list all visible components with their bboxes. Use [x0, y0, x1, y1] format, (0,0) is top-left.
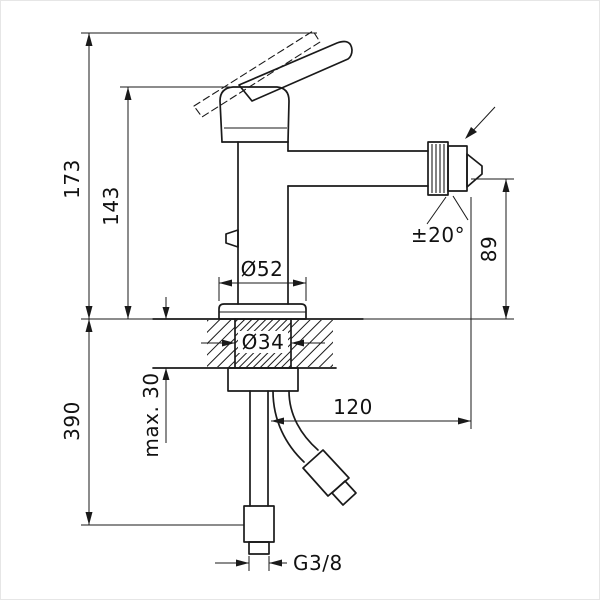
dim-arrowhead: [162, 307, 170, 319]
flange-outline: [218, 303, 307, 320]
dim-arrowhead: [85, 306, 93, 319]
dim-spout-reach-label: 120: [333, 395, 373, 419]
hose-right-contour: [288, 390, 319, 451]
dim-arrowhead: [458, 417, 471, 425]
dim-max-deck-thickness-label: max. 30: [139, 372, 163, 457]
swivel-line-left: [426, 196, 447, 225]
dim-body-height: 143: [99, 86, 241, 319]
dim-max-deck-thickness: max. 30: [139, 297, 170, 458]
dim-arrowhead: [502, 306, 510, 319]
spray-head: [427, 141, 483, 196]
dim-connection-thread: G3/8: [215, 551, 343, 575]
dim-connection-thread-label: G3/8: [293, 551, 343, 575]
dim-arrowhead: [269, 559, 282, 567]
fixture: [152, 30, 496, 555]
dim-arrowhead: [85, 33, 93, 46]
dim-overall-height: 173: [60, 32, 317, 320]
dim-base-diameter: Ø52: [218, 257, 307, 301]
dim-shank-diameter-label: Ø34: [242, 330, 285, 354]
dim-arrowhead: [85, 512, 93, 525]
dim-body-height-label: 143: [99, 186, 123, 226]
dim-overall-height-label: 173: [60, 159, 84, 199]
dim-arrowhead: [222, 339, 235, 347]
spray-head-knurled-band: [427, 141, 449, 196]
dim-arrowhead: [291, 339, 304, 347]
supply-pipe-straight: [243, 390, 275, 555]
dim-below-deck-length-label: 390: [60, 401, 84, 441]
drain-pull-knob: [225, 229, 239, 248]
pipe-connector-tip: [248, 541, 270, 555]
spray-head-tip: [466, 153, 483, 188]
dim-arrowhead: [85, 319, 93, 332]
label-mask: [238, 331, 288, 353]
mounting-nut: [227, 367, 299, 392]
dim-swivel-angle: ±20°: [411, 223, 465, 247]
lever-raised-dashed-outline: [193, 30, 321, 118]
dim-arrowhead: [271, 417, 284, 425]
dim-arrowhead: [236, 559, 249, 567]
dim-arrowhead: [219, 279, 232, 287]
pointer-arrowhead: [465, 127, 477, 139]
lever-alternate-position: [193, 30, 321, 118]
cartridge-housing: [219, 86, 290, 143]
dim-arrowhead: [162, 368, 170, 380]
spray-head-pointer-arrow: [465, 106, 496, 139]
spray-head-hatched-band: [447, 145, 468, 192]
hose-left-contour: [272, 390, 305, 463]
pipe-connector-nut: [243, 505, 275, 543]
mixer-body: [219, 86, 290, 305]
lever-blade: [238, 40, 353, 102]
hose-connector-tip: [331, 480, 357, 506]
dim-arrowhead: [293, 279, 306, 287]
dimensions: 173 143 390 max. 30: [60, 32, 514, 575]
dim-arrowhead: [502, 179, 510, 192]
spout: [287, 150, 429, 187]
dim-below-deck-length: 390: [60, 319, 244, 526]
swivel-line-right: [452, 195, 469, 221]
dim-shank-diameter: Ø34: [201, 330, 325, 354]
dim-outlet-height-label: 89: [477, 236, 501, 262]
nut-shape: [227, 367, 299, 392]
dim-base-diameter-label: Ø52: [241, 257, 284, 281]
base-flange: [218, 303, 307, 320]
dim-spout-reach: 120: [271, 197, 472, 429]
lever-handle: [238, 40, 353, 102]
hose-connector-nut: [302, 449, 350, 497]
dim-outlet-height: 89: [363, 178, 514, 320]
dim-arrowhead: [124, 87, 132, 100]
knob-shape: [225, 229, 239, 248]
dim-arrowhead: [124, 306, 132, 319]
supply-hose-angled: [272, 390, 357, 506]
dim-swivel-angle-label: ±20°: [411, 223, 465, 247]
swivel-angle-lines: [426, 195, 469, 225]
